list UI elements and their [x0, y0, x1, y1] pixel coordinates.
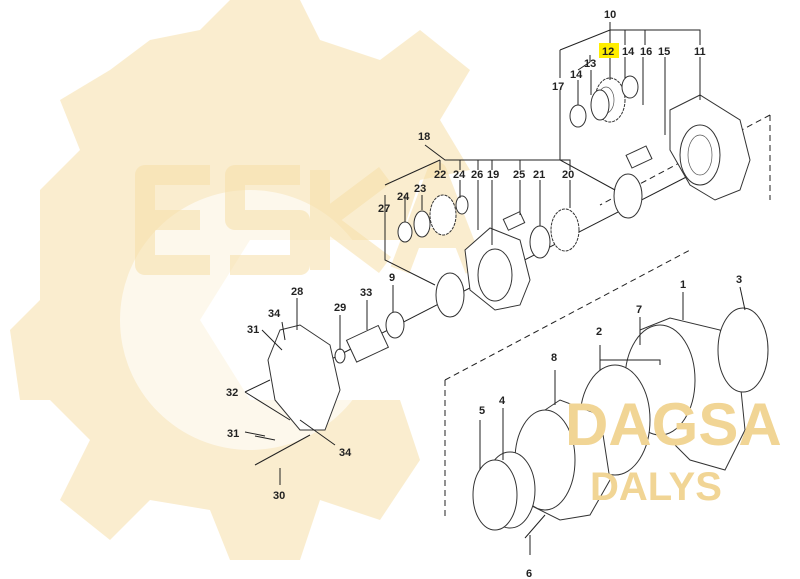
label-27[interactable]: 27 — [378, 203, 390, 215]
part-23-bearing[interactable] — [413, 210, 431, 238]
label-31b[interactable]: 31 — [227, 428, 239, 440]
part-pin[interactable] — [625, 145, 653, 169]
label-21[interactable]: 21 — [533, 169, 545, 181]
label-28[interactable]: 28 — [291, 286, 303, 298]
part-6-bolt[interactable] — [524, 514, 546, 539]
part-24-washer[interactable] — [397, 221, 413, 243]
label-19[interactable]: 19 — [487, 169, 499, 181]
label-14b[interactable]: 14 — [570, 69, 583, 81]
label-22[interactable]: 22 — [434, 169, 446, 181]
gear-watermark — [10, 0, 470, 560]
part-25-pin[interactable] — [502, 211, 526, 231]
label-32[interactable]: 32 — [226, 387, 238, 399]
part-11-carrier[interactable] — [669, 94, 751, 201]
label-29[interactable]: 29 — [334, 302, 346, 314]
label-26[interactable]: 26 — [471, 169, 483, 181]
label-31[interactable]: 31 — [247, 324, 259, 336]
part-19-carrier[interactable] — [464, 227, 531, 311]
part-28-cover[interactable] — [267, 324, 341, 431]
label-7[interactable]: 7 — [636, 304, 642, 316]
label-14[interactable]: 14 — [622, 46, 635, 58]
watermark-line2: DALYS — [590, 465, 722, 509]
part-31-plug[interactable] — [254, 435, 276, 441]
label-11[interactable]: 11 — [694, 46, 706, 58]
part-5-ring[interactable] — [472, 459, 518, 531]
label-9[interactable]: 9 — [389, 272, 395, 284]
part-27-ring[interactable] — [435, 272, 465, 318]
label-17[interactable]: 17 — [552, 81, 564, 93]
label-10[interactable]: 10 — [604, 9, 616, 21]
label-16[interactable]: 16 — [640, 46, 652, 58]
label-24[interactable]: 24 — [453, 169, 466, 181]
highlight-12 — [599, 43, 619, 58]
label-8[interactable]: 8 — [551, 352, 557, 364]
label-2[interactable]: 2 — [596, 326, 602, 338]
label-18[interactable]: 18 — [418, 131, 430, 143]
part-30-bolt[interactable] — [254, 434, 311, 466]
part-33-shaft[interactable] — [345, 324, 390, 363]
label-24b[interactable]: 24 — [397, 191, 410, 203]
watermark-logo — [10, 0, 485, 560]
label-33[interactable]: 33 — [360, 287, 372, 299]
part-9-bearing[interactable] — [385, 311, 405, 339]
leader-lines-group-18 — [384, 144, 571, 286]
boundary-left — [444, 249, 691, 520]
label-5[interactable]: 5 — [479, 405, 485, 417]
label-20[interactable]: 20 — [562, 169, 574, 181]
part-22-gear[interactable] — [429, 194, 457, 236]
label-30[interactable]: 30 — [273, 490, 285, 502]
label-3[interactable]: 3 — [736, 274, 742, 286]
part-24-washer-b[interactable] — [455, 195, 469, 215]
part-29-ring[interactable] — [334, 348, 346, 364]
label-1[interactable]: 1 — [680, 279, 686, 291]
label-34b[interactable]: 34 — [339, 447, 352, 459]
label-15[interactable]: 15 — [658, 46, 670, 58]
watermark-line1: DAGSA — [565, 391, 782, 458]
label-13[interactable]: 13 — [584, 58, 596, 70]
leader-lines-left — [244, 285, 394, 485]
label-23[interactable]: 23 — [414, 183, 426, 195]
part-14-washer-b[interactable] — [621, 75, 639, 99]
leader-lines-bottom — [479, 286, 746, 555]
part-21-ring[interactable] — [529, 225, 551, 259]
leader-lines-group-10 — [559, 22, 701, 191]
label-34[interactable]: 34 — [268, 308, 281, 320]
label-12[interactable]: 12 — [602, 46, 614, 58]
part-20-sun-gear[interactable] — [550, 208, 580, 252]
part-3-seal[interactable] — [717, 307, 769, 393]
watermark-logo-lettering — [135, 162, 485, 275]
part-14-washer[interactable] — [569, 104, 587, 128]
part-17-ring[interactable] — [613, 173, 643, 219]
label-6[interactable]: 6 — [526, 568, 532, 579]
label-4[interactable]: 4 — [499, 395, 506, 407]
label-25[interactable]: 25 — [513, 169, 525, 181]
part-13-bearing[interactable] — [590, 89, 610, 121]
